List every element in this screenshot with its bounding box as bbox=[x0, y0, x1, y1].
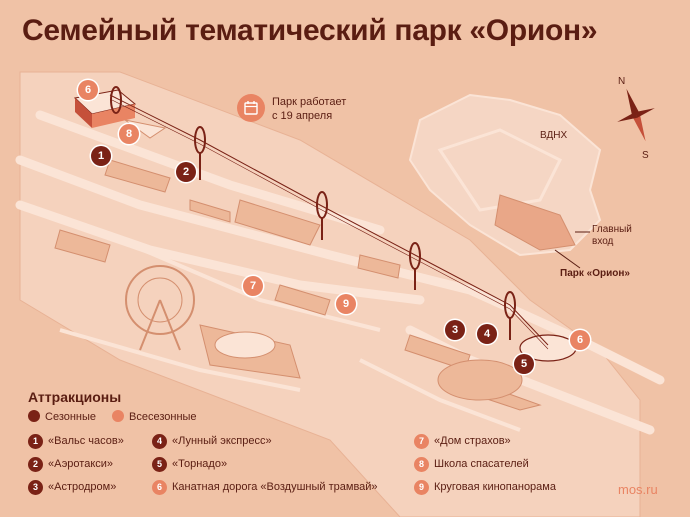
cable-car-line-return bbox=[109, 98, 549, 350]
source-credit[interactable]: mos.ru bbox=[618, 482, 658, 497]
legend-all-season-label: Всесезонные bbox=[129, 411, 197, 423]
calendar-icon bbox=[237, 94, 265, 122]
legend-item-9: 9 Круговая кинопанорама bbox=[414, 479, 556, 495]
notice-line-2: с 19 апреля bbox=[272, 110, 333, 122]
legend-item-number: 5 bbox=[152, 457, 167, 472]
pavilion-roof bbox=[214, 331, 276, 359]
map-marker-6-bottom[interactable]: 6 bbox=[570, 330, 590, 350]
map-marker-3[interactable]: 3 bbox=[445, 320, 465, 340]
all-season-dot bbox=[112, 410, 124, 422]
legend-item-label: «Аэротакси» bbox=[48, 458, 114, 470]
cable-car-line bbox=[109, 94, 549, 346]
legend-item-7: 7 «Дом страхов» bbox=[414, 433, 511, 449]
map-marker-2[interactable]: 2 bbox=[176, 162, 196, 182]
inset-park-area bbox=[494, 194, 576, 251]
inset-park-label: Парк «Орион» bbox=[560, 268, 630, 279]
legend-item-label: «Астродром» bbox=[48, 481, 117, 493]
page-title: Семейный тематический парк «Орион» bbox=[22, 14, 598, 47]
ferris-wheel bbox=[125, 265, 195, 351]
legend-item-number: 3 bbox=[28, 480, 43, 495]
map-marker-8[interactable]: 8 bbox=[119, 124, 139, 144]
legend-item-number: 4 bbox=[152, 434, 167, 449]
legend-item-label: «Лунный экспресс» bbox=[172, 435, 272, 447]
entrance-line-1: Главный bbox=[592, 224, 632, 235]
map-marker-4[interactable]: 4 bbox=[477, 324, 497, 344]
notice-line-1: Парк работает bbox=[272, 96, 347, 108]
legend-item-label: «Вальс часов» bbox=[48, 435, 124, 447]
entrance-line-2: вход bbox=[592, 236, 614, 247]
legend-item-number: 2 bbox=[28, 457, 43, 472]
inset-entrance-label: Главный вход bbox=[592, 224, 632, 248]
compass-north-label: N bbox=[618, 76, 626, 87]
seasonal-dot bbox=[28, 410, 40, 422]
map-marker-7[interactable]: 7 bbox=[243, 276, 263, 296]
legend-item-4: 4 «Лунный экспресс» bbox=[152, 433, 272, 449]
inset-map bbox=[408, 93, 602, 269]
legend-seasonal-label: Сезонные bbox=[45, 411, 97, 423]
legend-item-label: Круговая кинопанорама bbox=[434, 481, 556, 493]
legend-item-number: 6 bbox=[152, 480, 167, 495]
legend-all-season: Всесезонные bbox=[112, 410, 197, 423]
map-marker-5[interactable]: 5 bbox=[514, 354, 534, 374]
legend-item-label: Школа спасателей bbox=[434, 458, 529, 470]
legend-item-label: «Дом страхов» bbox=[434, 435, 511, 447]
compass-south-label: S bbox=[642, 150, 649, 161]
legend-item-number: 8 bbox=[414, 457, 429, 472]
legend-item-number: 7 bbox=[414, 434, 429, 449]
legend-seasonal: Сезонные bbox=[28, 410, 96, 423]
map-marker-6-top[interactable]: 6 bbox=[78, 80, 98, 100]
opening-notice: Парк работает с 19 апреля bbox=[272, 95, 346, 123]
legend-item-number: 9 bbox=[414, 480, 429, 495]
map-territory bbox=[19, 71, 641, 517]
legend-item-1: 1 «Вальс часов» bbox=[28, 433, 124, 449]
cable-pylons bbox=[110, 86, 516, 340]
legend-item-6: 6 Канатная дорога «Воздушный трамвай» bbox=[152, 479, 378, 495]
compass-rose bbox=[617, 88, 655, 142]
legend-item-8: 8 Школа спасателей bbox=[414, 456, 529, 472]
legend-item-5: 5 «Торнадо» bbox=[152, 456, 227, 472]
map-marker-1[interactable]: 1 bbox=[91, 146, 111, 166]
legend-item-3: 3 «Астродром» bbox=[28, 479, 116, 495]
legend-item-2: 2 «Аэротакси» bbox=[28, 456, 113, 472]
paths bbox=[59, 238, 521, 432]
legend-title: Аттракционы bbox=[28, 389, 122, 405]
map-marker-9[interactable]: 9 bbox=[336, 294, 356, 314]
arena bbox=[437, 359, 523, 401]
legend-item-label: Канатная дорога «Воздушный трамвай» bbox=[172, 481, 378, 493]
legend-item-label: «Торнадо» bbox=[172, 458, 228, 470]
legend-item-number: 1 bbox=[28, 434, 43, 449]
inset-district-label: ВДНХ bbox=[540, 130, 568, 141]
